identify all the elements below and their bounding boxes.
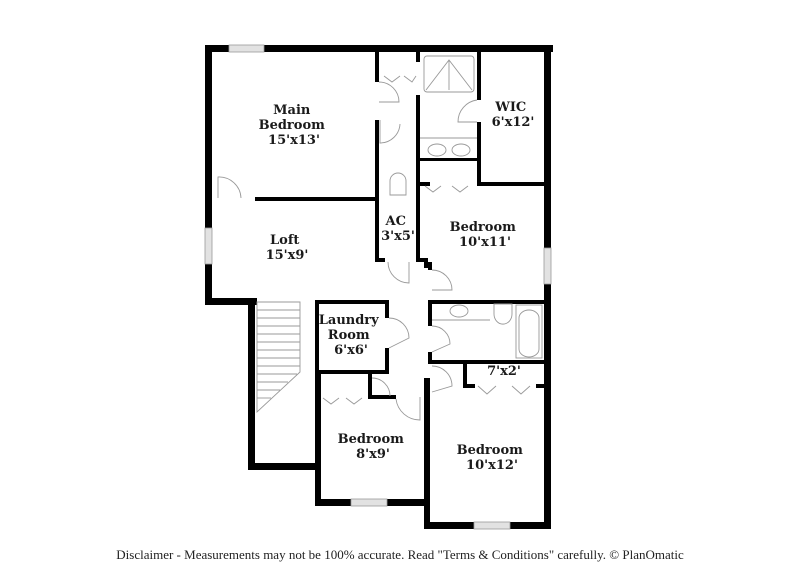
closet-7x2-label: 7'x2' <box>487 364 521 379</box>
bedroom-10x11-label: Bedroom 10'x11' <box>450 220 521 250</box>
main-bedroom-label: Main Bedroom 15'x13' <box>259 103 330 148</box>
laundry-room-label: Laundry Room 6'x6' <box>319 313 384 358</box>
window-loft <box>204 227 213 265</box>
ac-label: AC 3'x5' <box>381 214 415 244</box>
window-main-bedroom <box>228 44 265 53</box>
disclaimer: Disclaimer - Measurements may not be 100… <box>116 547 684 562</box>
wic-label: WIC 6'x12' <box>492 100 535 130</box>
bedroom-8x9-label: Bedroom 8'x9' <box>338 432 409 462</box>
window-bedroom-10x11 <box>543 247 552 285</box>
loft-label: Loft 15'x9' <box>266 233 309 263</box>
bedroom-10x12-label: Bedroom 10'x12' <box>457 443 528 473</box>
room-labels: Main Bedroom 15'x13' WIC 6'x12' Loft 15'… <box>259 100 535 473</box>
window-bedroom-8x9 <box>350 498 388 507</box>
window-bedroom-10x12 <box>473 521 511 530</box>
fixtures <box>217 55 543 421</box>
windows <box>204 44 552 530</box>
